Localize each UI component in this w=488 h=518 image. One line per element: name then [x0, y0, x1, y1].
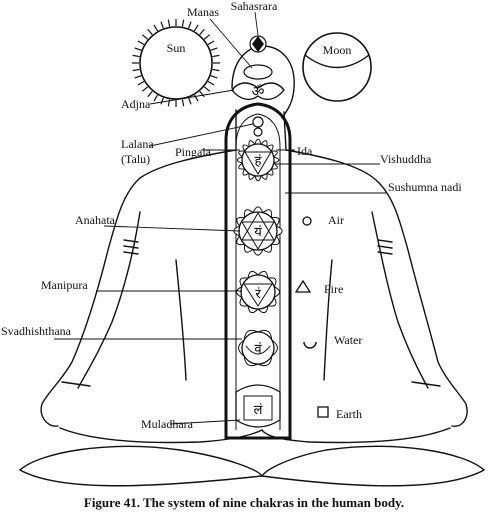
manipura-chakra-icon: रं: [235, 270, 281, 314]
vishuddha-syllable: हं: [255, 153, 263, 168]
manas-chakra-icon: [243, 64, 273, 80]
water-label: Water: [334, 333, 362, 347]
muladhara-chakra-icon: लं: [235, 384, 281, 428]
vishuddha-chakra-icon: हं: [236, 138, 280, 182]
adjna-label: Adjna: [121, 97, 151, 111]
anahata-label: Anahata: [75, 213, 116, 227]
sahasrara-chakra-icon: [249, 35, 267, 53]
manipura-syllable: रं: [255, 286, 261, 301]
svadhishthana-label: Svadhishthana: [1, 324, 72, 338]
moon-label: Moon: [323, 43, 352, 57]
adjna-syllable: ॐ: [252, 84, 265, 100]
sun-label: Sun: [167, 41, 186, 55]
figure-caption: Figure 41. The system of nine chakras in…: [83, 495, 405, 510]
sushumna-channel: [224, 102, 292, 440]
pingala-label: Pingala: [175, 145, 212, 159]
fire-symbol-icon: [294, 279, 312, 293]
anahata-syllable: यं: [254, 224, 262, 239]
svadhishthana-syllable: वं: [254, 341, 262, 356]
leader-lines: [54, 11, 386, 425]
lalana-label: Lalana: [121, 137, 154, 151]
sun-icon: Sun: [132, 19, 220, 107]
talu-label: (Talu): [121, 152, 150, 166]
ida-label: Ida: [297, 144, 313, 158]
moon-icon: Moon: [302, 32, 372, 102]
air-symbol-icon: [302, 216, 312, 226]
water-symbol-icon: [303, 341, 317, 349]
svadhishthana-chakra-icon: वं: [238, 329, 278, 367]
adjna-chakra-icon: ॐ: [231, 82, 285, 101]
air-label: Air: [328, 213, 344, 227]
muladhara-label: Muladhara: [141, 417, 194, 431]
body-outline: [19, 45, 485, 487]
vishuddha-label: Vishuddha: [380, 152, 432, 166]
manipura-label: Manipura: [41, 278, 88, 292]
sahasrara-label: Sahasrara: [231, 0, 278, 13]
fire-label: Fire: [324, 282, 343, 296]
anahata-chakra-icon: यं: [233, 206, 283, 256]
muladhara-syllable: लं: [254, 402, 263, 417]
manas-label: Manas: [187, 5, 219, 19]
earth-label: Earth: [336, 407, 362, 421]
earth-symbol-icon: [317, 406, 329, 418]
lalana-chakra-icon: [252, 116, 264, 137]
sushumna-nadi-label: Sushumna nadi: [388, 180, 462, 194]
